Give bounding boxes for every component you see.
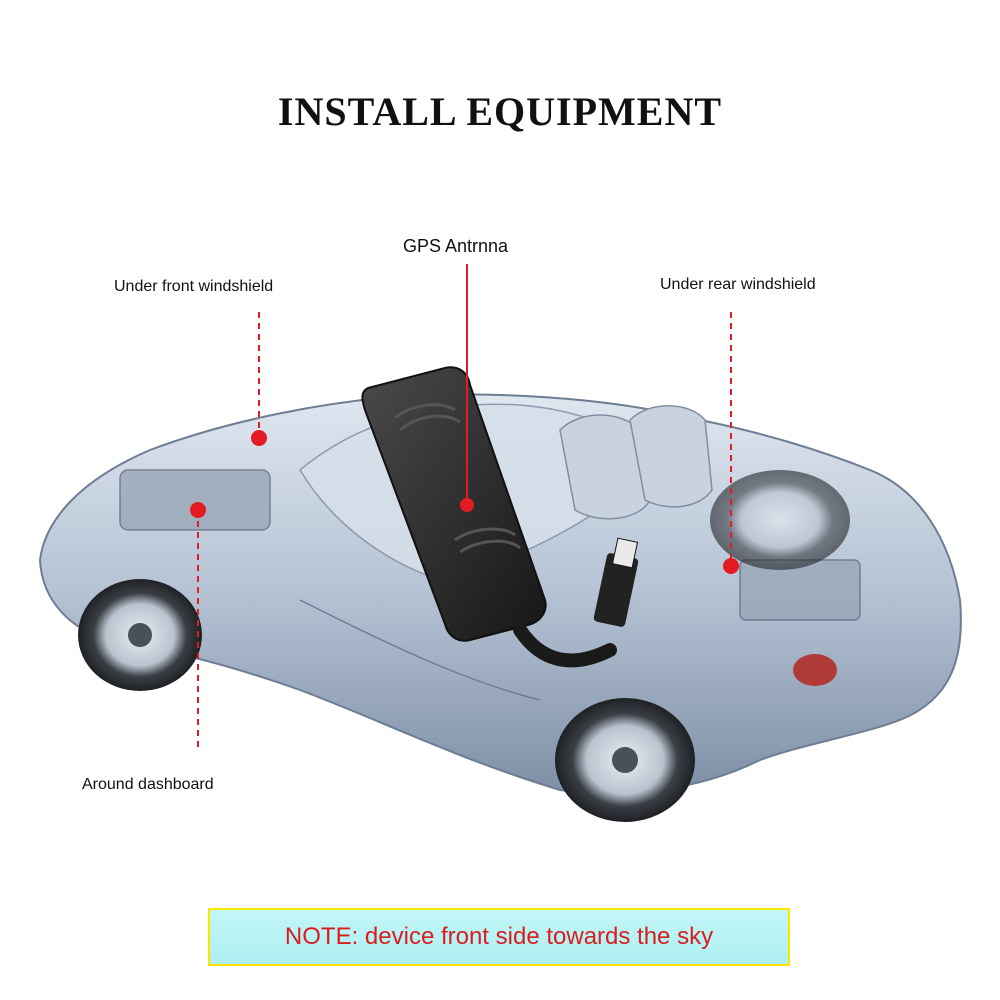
label-under-front-windshield: Under front windshield [114,278,274,295]
page-title: INSTALL EQUIPMENT [277,89,723,134]
marker-front-windshield [251,430,267,446]
note-text: NOTE: device front side towards the sky [284,923,714,950]
rear-wheel [555,698,695,822]
gps-tracker-device [361,366,639,668]
label-around-dashboard: Around dashboard [82,776,214,793]
spare-wheel [710,470,850,570]
marker-dashboard [190,502,206,518]
marker-rear-windshield [723,558,739,574]
label-gps-antenna: GPS Antrnna [403,236,509,256]
note-box: NOTE: device front side towards the sky [208,908,790,966]
marker-gps-antenna [460,498,474,512]
leader-lines [197,264,732,752]
label-under-rear-windshield: Under rear windshield [660,276,816,293]
front-wheel [78,579,202,691]
